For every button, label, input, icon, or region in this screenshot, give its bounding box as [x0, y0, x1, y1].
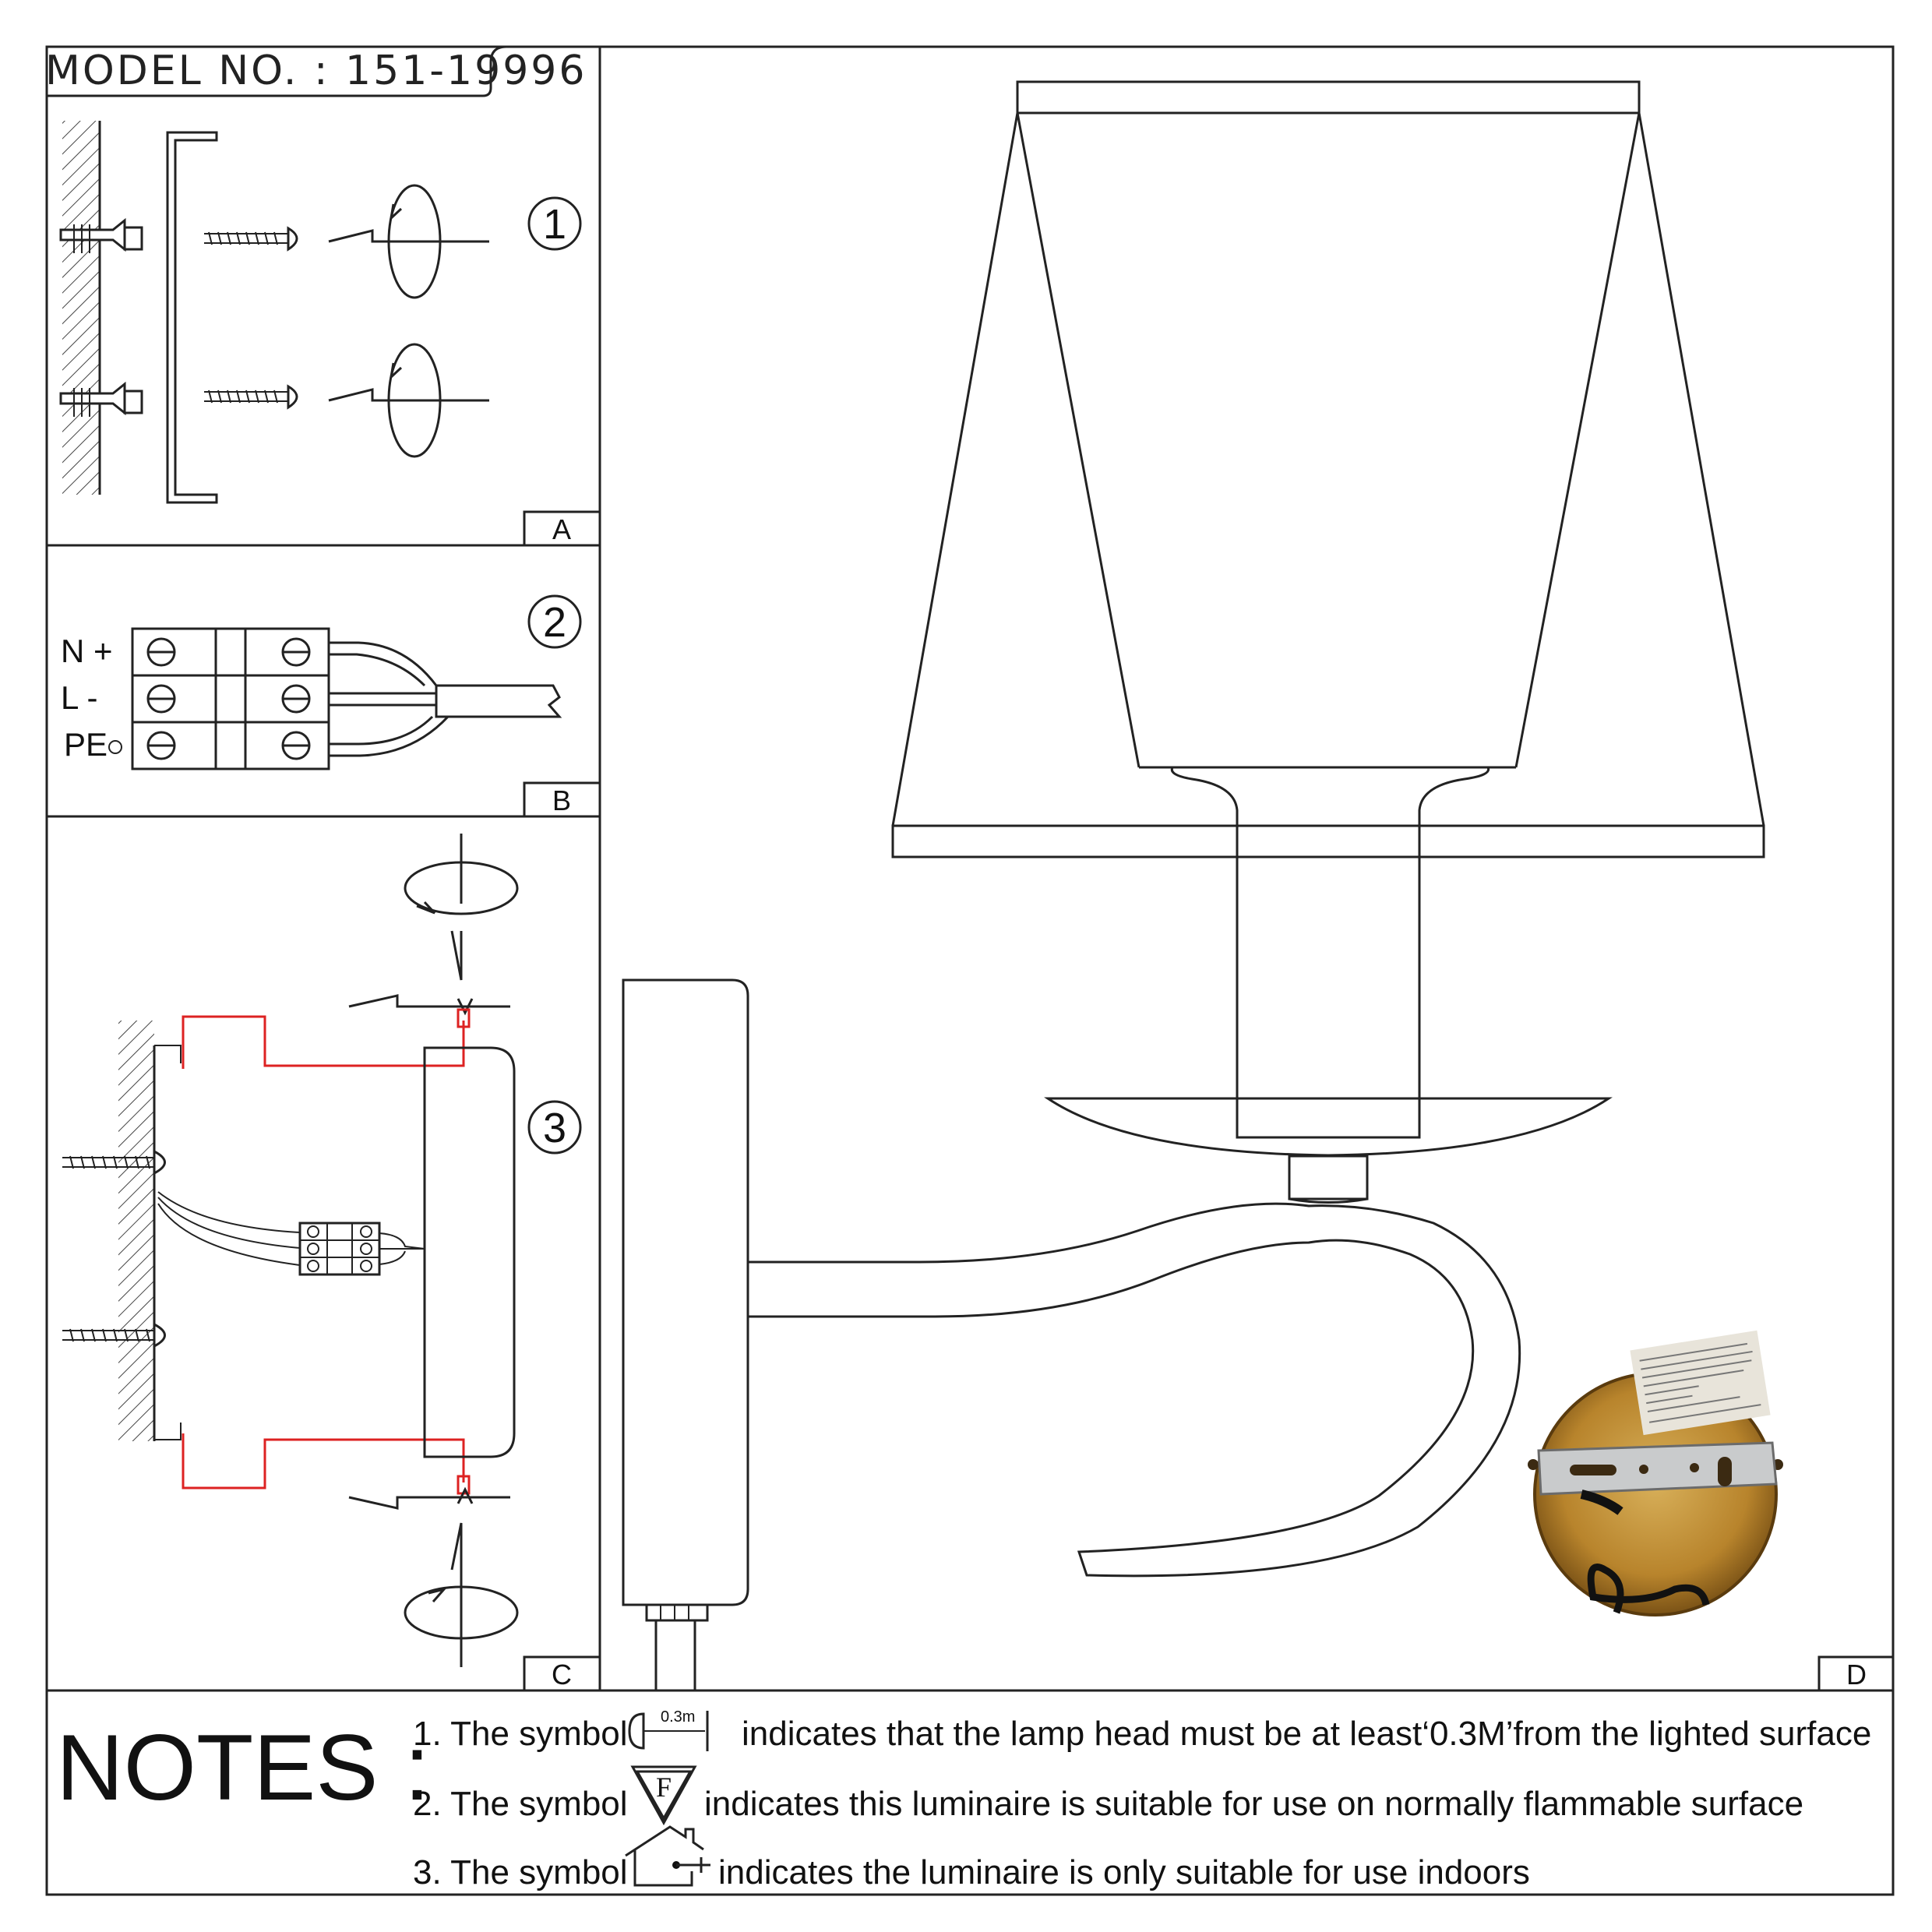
lamp-wires: [379, 1232, 425, 1265]
backplate-photo: [1528, 1330, 1783, 1616]
backplate: [423, 1046, 516, 1458]
supply-cable: [329, 641, 562, 757]
step-3-number: 3: [543, 1105, 566, 1151]
panel-a-label: A: [552, 513, 571, 545]
screw-icon: [204, 226, 298, 252]
panel-b: N + L - PE 2 B: [61, 594, 601, 818]
mounting-bracket-icon: [166, 131, 218, 504]
mains-wires: [157, 1191, 301, 1266]
notes-heading: NOTES :: [56, 1715, 430, 1820]
earth-icon: [108, 740, 122, 754]
panel-c-tab: [523, 1655, 601, 1692]
lamp-shade: [891, 80, 1765, 858]
terminal-block: [298, 1222, 381, 1276]
indoor-house-icon: [625, 1825, 704, 1887]
screw-arrow-icon: [348, 1486, 510, 1510]
bracket-edge: [154, 1045, 182, 1440]
panel-d-label: D: [1846, 1659, 1867, 1690]
cable-gland: [645, 1603, 709, 1622]
screwdriver-rotate-icon: [328, 343, 489, 458]
screw-arrow-icon: [348, 994, 510, 1016]
panel-b-tab: [523, 781, 601, 818]
arm-joint: [1288, 1155, 1369, 1200]
screw-icon: [62, 1322, 166, 1349]
panel-b-label: B: [552, 784, 571, 816]
screw-icon: [62, 1149, 166, 1176]
panel-d: D: [622, 80, 1895, 1692]
notes-section: NOTES : 1. The symbol 0.3m indicates tha…: [56, 1708, 1871, 1891]
panel-a-tab: [523, 510, 601, 547]
distance-symbol-text: 0.3m: [661, 1708, 695, 1726]
shade-collar: [1170, 767, 1490, 826]
fixing-screw-top: [457, 1008, 471, 1028]
step-3-badge: [527, 1100, 582, 1155]
wall-hatch: [62, 121, 100, 495]
outer-border: [45, 45, 1895, 1896]
model-number: MODEL NO. : 151-19996: [45, 48, 587, 94]
live-label: L -: [61, 679, 97, 716]
panel-c: 3 C: [62, 834, 601, 1692]
step-2-number: 2: [543, 599, 566, 646]
distance-symbol-icon: [628, 1712, 645, 1750]
flammable-surface-icon: [630, 1765, 697, 1826]
note-3-prefix: 3. The symbol: [413, 1853, 628, 1891]
mounting-bracket-photo: [1537, 1441, 1778, 1496]
rotate-arrow-icon: [404, 1522, 519, 1667]
wall-plug-icon: [59, 217, 143, 253]
note-1-text: indicates that the lamp head must be at …: [742, 1715, 1871, 1753]
label-text-lines: [1639, 1342, 1761, 1423]
step-1-number: 1: [543, 201, 566, 248]
arm-joint-neck: [1289, 1197, 1368, 1204]
lamp-holder: [1236, 824, 1421, 1139]
power-cable: [654, 1620, 696, 1690]
frame: [45, 45, 1895, 1896]
wall-hatch: [118, 1021, 154, 1441]
terminal-block: [131, 627, 330, 770]
hidden-screw-path-top: [182, 1015, 465, 1069]
hidden-screw-path-bottom: [182, 1433, 465, 1490]
screw-icon: [204, 384, 298, 410]
curved-arm: [748, 1202, 1521, 1578]
flammable-symbol-text: F: [656, 1772, 672, 1803]
earth-label: PE: [64, 726, 108, 763]
wall-plug-icon: [59, 381, 143, 417]
note-2-text: indicates this luminaire is suitable for…: [704, 1785, 1803, 1823]
note-3-text: indicates the luminaire is only suitable…: [718, 1853, 1530, 1891]
drip-tray: [1044, 1097, 1613, 1157]
wall-backplate: [622, 978, 749, 1606]
step-2-badge: [527, 594, 582, 649]
panel-c-label: C: [552, 1659, 572, 1690]
screwdriver-rotate-icon: [328, 184, 489, 299]
rotate-arrow-icon: [404, 834, 519, 981]
panel-a: 1 A: [59, 121, 601, 547]
panel-d-tab: [1817, 1655, 1895, 1692]
cable-gland-ribs: [660, 1605, 689, 1620]
neutral-label: N +: [61, 633, 113, 669]
title-tab: MODEL NO. : 151-19996: [45, 45, 1893, 97]
note-2-prefix: 2. The symbol: [413, 1785, 628, 1823]
indoor-house-plug: [676, 1857, 710, 1873]
step-1-badge: [527, 196, 582, 251]
note-1-prefix: 1. The symbol: [413, 1715, 628, 1753]
